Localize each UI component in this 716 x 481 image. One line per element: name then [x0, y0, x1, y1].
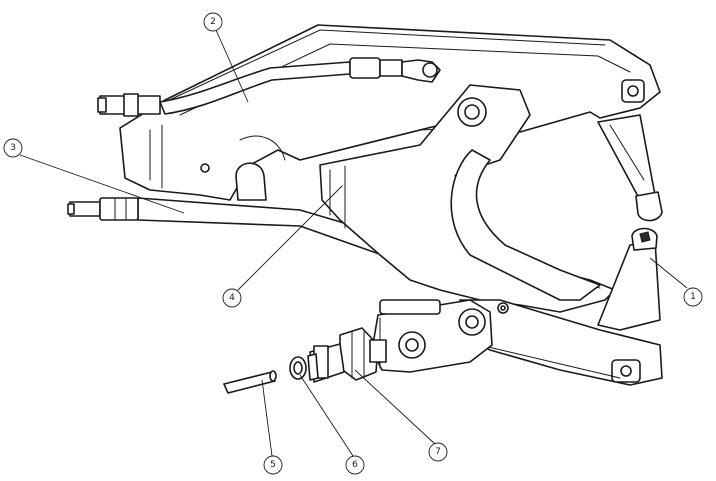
leader-lines — [19, 29, 688, 457]
callout-6: 6 — [345, 455, 365, 475]
callout-5: 5 — [263, 455, 283, 475]
callout-4: 4 — [222, 288, 242, 308]
callout-7: 7 — [428, 442, 448, 462]
upper-arm — [119, 24, 661, 201]
callout-3-label: 3 — [10, 143, 16, 153]
lower-arm — [459, 299, 663, 386]
callout-2: 2 — [203, 12, 223, 32]
lower-electrode — [597, 227, 661, 331]
callout-4-label: 4 — [229, 293, 235, 303]
callout-5-label: 5 — [270, 460, 276, 470]
main-yoke — [319, 84, 616, 313]
linkage-plate — [371, 299, 509, 373]
callout-1: 1 — [683, 287, 703, 307]
sealing-ring — [289, 356, 307, 380]
callout-1-label: 1 — [690, 292, 696, 302]
nipple-fitting — [307, 343, 345, 383]
callout-6-label: 6 — [352, 460, 358, 470]
upper-hose — [97, 57, 441, 117]
pin — [223, 370, 277, 394]
callout-3: 3 — [3, 138, 23, 158]
callout-7-label: 7 — [435, 447, 441, 457]
hex-fitting — [339, 327, 387, 381]
upper-electrode — [597, 114, 663, 222]
callout-2-label: 2 — [210, 17, 216, 27]
